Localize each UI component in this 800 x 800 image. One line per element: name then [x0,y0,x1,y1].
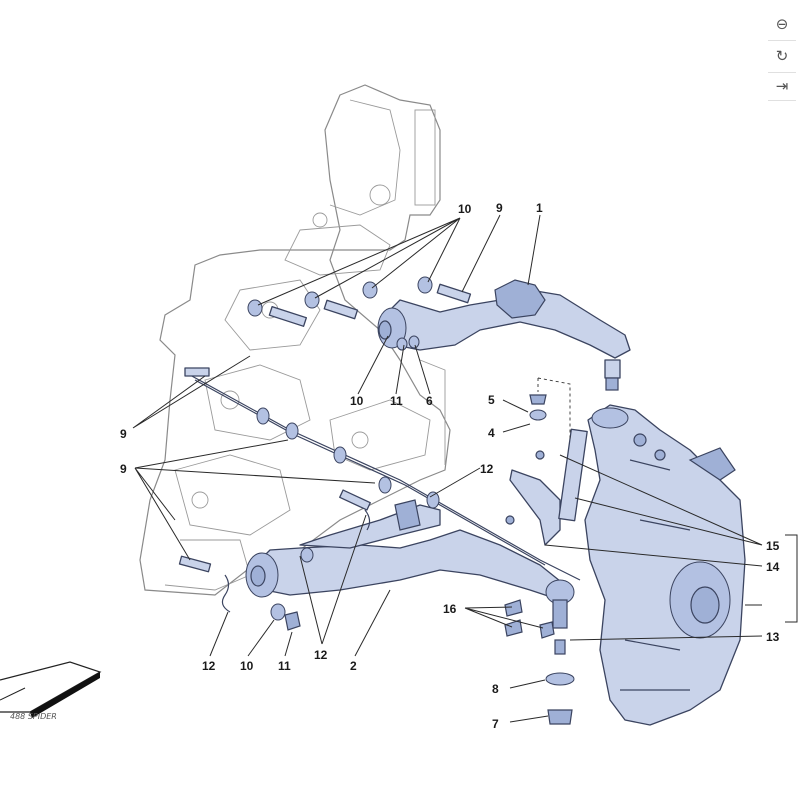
callout-11-bottom: 11 [278,659,291,673]
zoom-out-icon: ⊖ [775,15,789,33]
upper-wishbone [377,279,631,391]
control-divider [768,40,796,41]
model-logo [0,661,102,718]
zoom-out-button[interactable]: ⊖ [770,12,794,36]
callout-9-left-upper: 9 [120,427,127,441]
arrow-to-right-icon: ⇥ [775,77,789,95]
next-button[interactable]: ⇥ [770,74,794,98]
callout-14: 14 [766,560,780,574]
upright-hub-carrier [584,404,746,726]
callout-16: 16 [443,602,457,616]
callout-8: 8 [492,682,499,696]
callout-12-bottom-left: 12 [202,659,216,673]
reference-lines [537,377,571,440]
callout-2: 2 [350,659,357,673]
callout-9-left-lower: 9 [120,462,127,476]
callout-9-top: 9 [496,201,503,215]
rotate-reset-icon: ↻ [775,47,789,65]
callout-10-middle: 10 [350,394,364,408]
callout-5: 5 [488,393,495,407]
callout-11-middle: 11 [390,394,403,408]
lower-wishbone [245,499,575,629]
callout-6: 6 [426,394,433,408]
callout-15: 15 [766,539,780,553]
callout-labels: 1 2 4 5 6 7 8 9 9 9 10 10 10 11 11 12 12… [120,201,780,731]
control-divider [768,100,796,101]
callout-12-right: 12 [480,462,494,476]
callout-10-bottom: 10 [240,659,254,673]
callout-13: 13 [766,630,780,644]
callout-10-top: 10 [458,202,472,216]
callout-4: 4 [488,426,495,440]
callout-1: 1 [536,201,543,215]
control-divider [768,72,796,73]
fasteners [178,276,588,725]
leader-lines [132,214,798,723]
reset-view-button[interactable]: ↻ [770,44,794,68]
model-logo-text: 488 SPIDER [10,712,57,721]
callout-12-bottom-middle: 12 [314,648,328,662]
callout-7: 7 [492,717,499,731]
